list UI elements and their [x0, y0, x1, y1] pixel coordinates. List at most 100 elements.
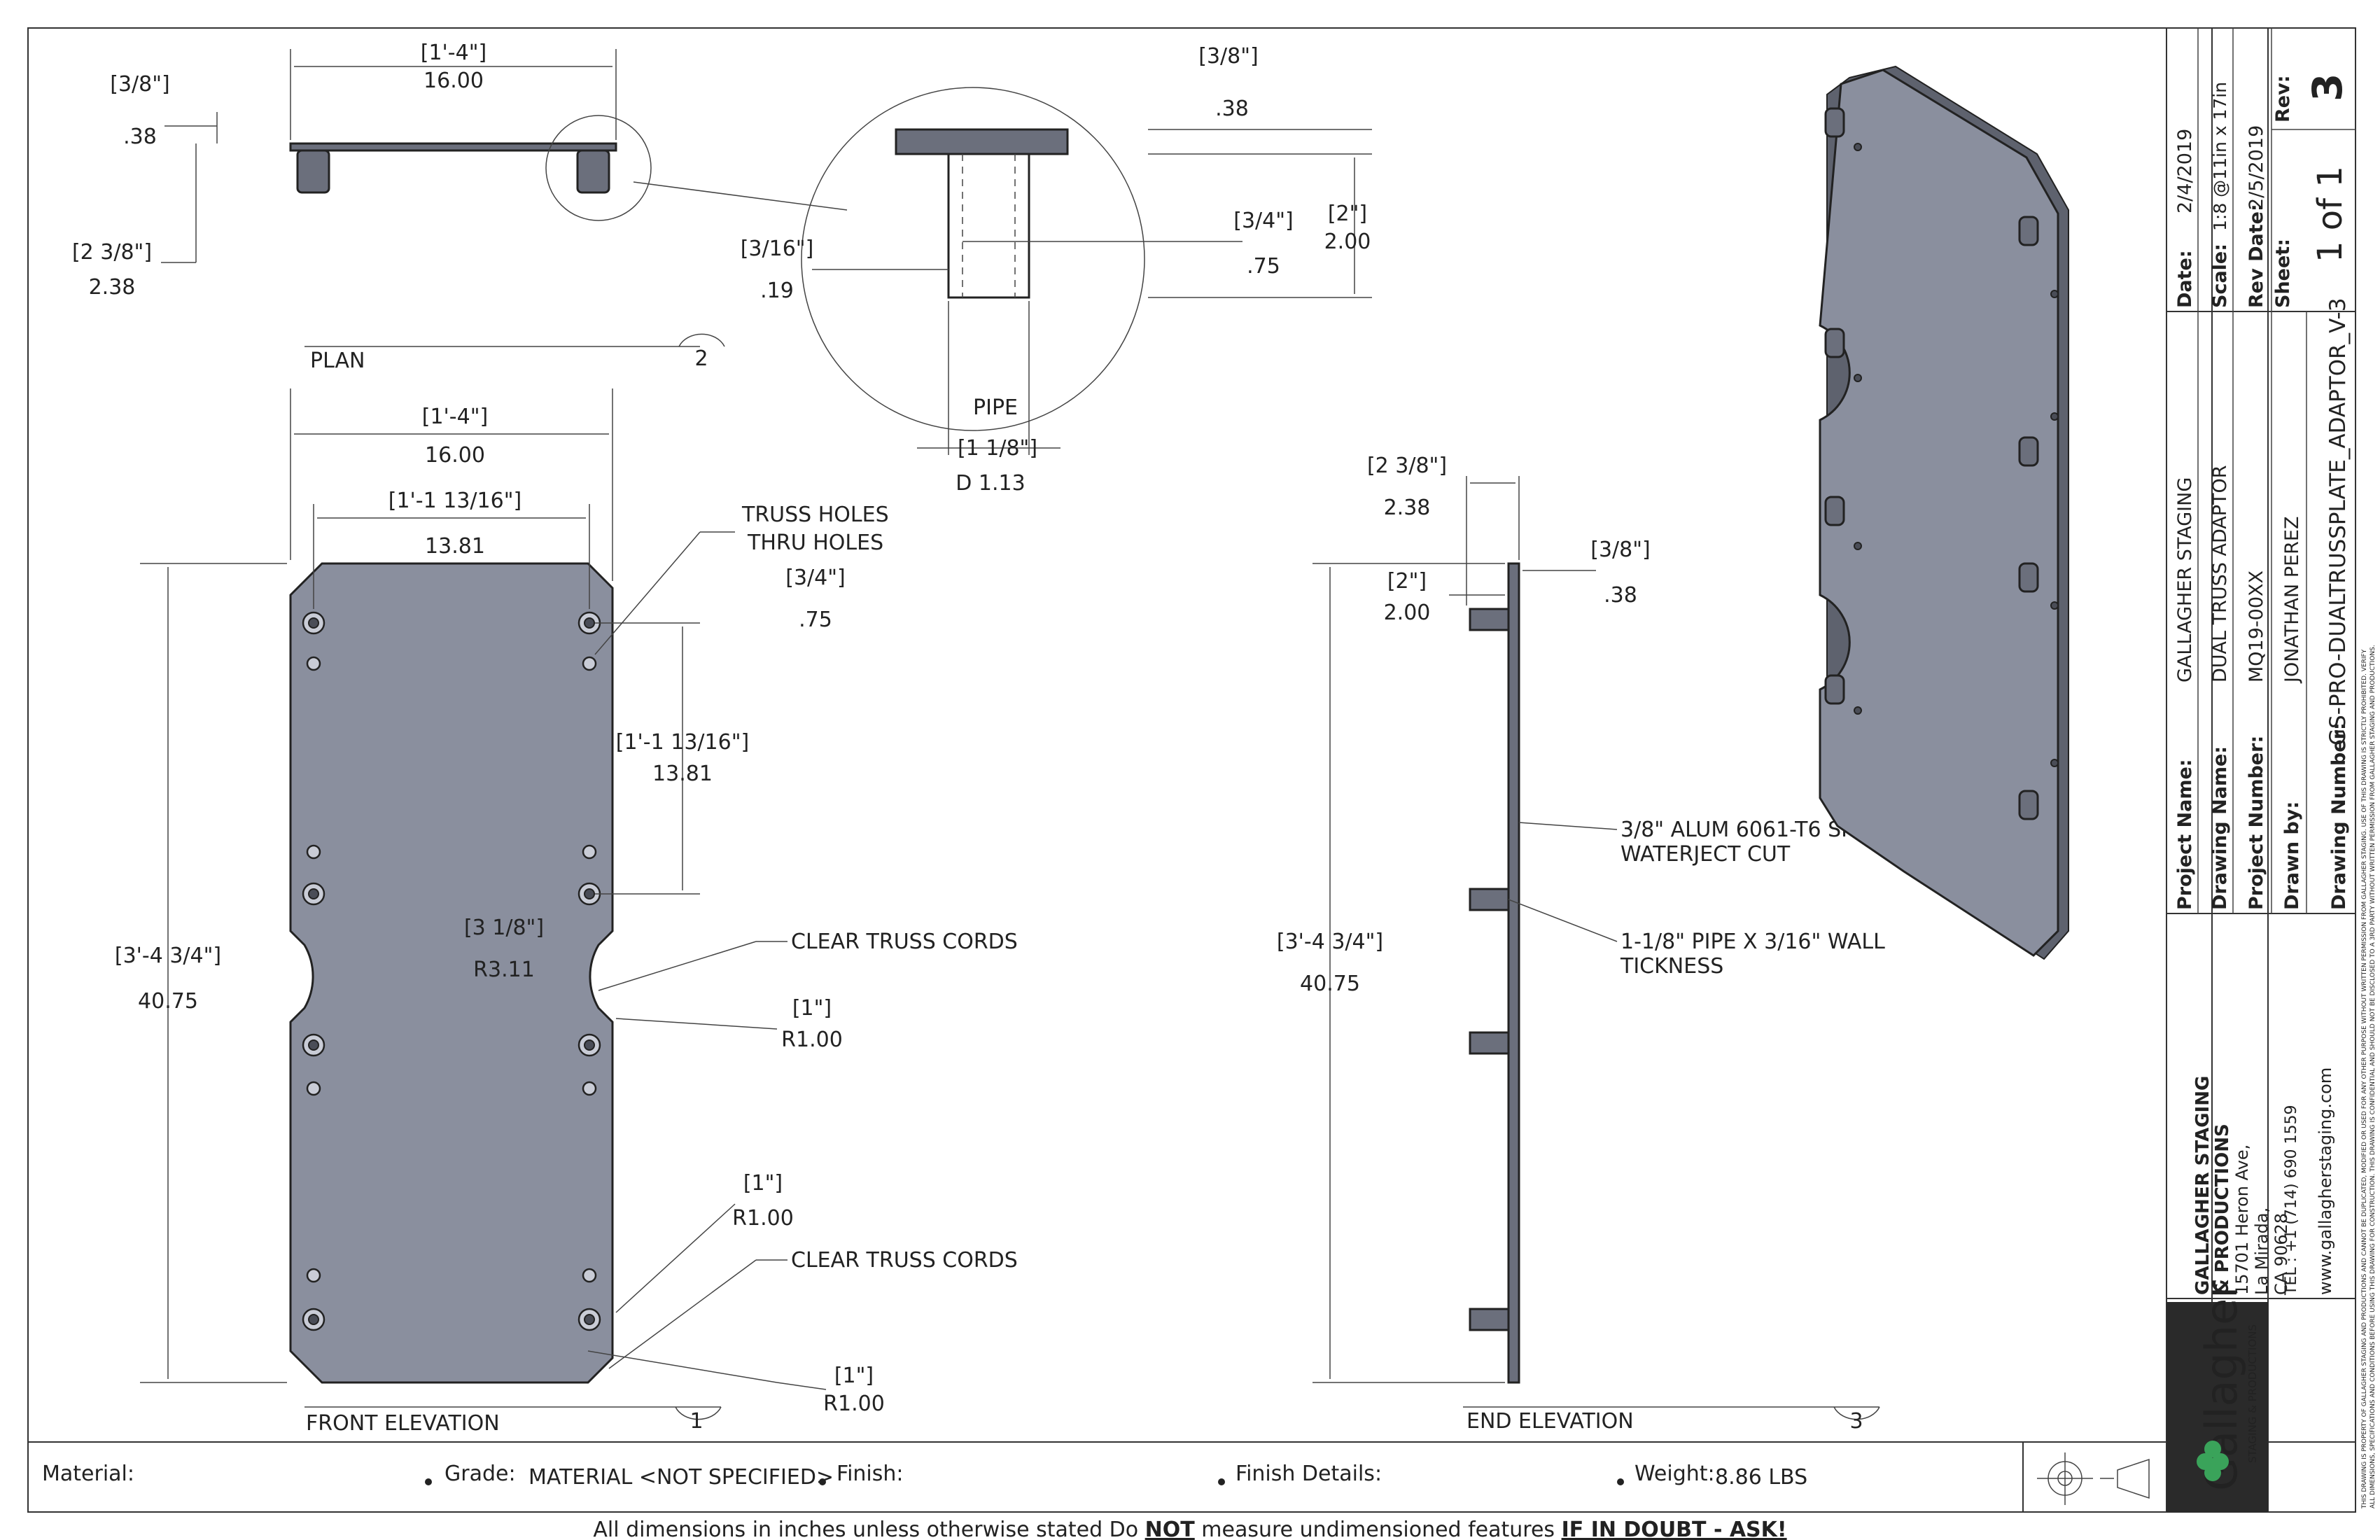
front-overall-frac: [1'-4"] [422, 405, 488, 429]
drawn-by-label: Drawn by: [2281, 802, 2303, 910]
drawing-name-label: Drawing Name: [2209, 746, 2231, 910]
grade-label: Grade: [444, 1462, 516, 1486]
third-angle-projection-icon [2037, 1452, 2150, 1505]
end-view-number: 3 [1849, 1409, 1863, 1434]
end-thick-frac: [3/8"] [1590, 538, 1651, 562]
plan-view: [1'-4"] 16.00 [3/8"] .38 [2 3/8"] 2.38 P… [72, 41, 848, 373]
pipe-frac: [1 1/8"] [958, 436, 1037, 461]
plan-thick-dec: .38 [123, 125, 157, 149]
company-web: www.gallagherstaging.com [2316, 1068, 2335, 1295]
end-note1-b: WATERJECT CUT [1620, 842, 1791, 867]
end-height-frac: [3'-4 3/4"] [1277, 930, 1383, 954]
truss-holes-label: TRUSS HOLES [741, 503, 889, 527]
r2-dec: R1.00 [732, 1206, 794, 1231]
company-name-1: GALLAGHER STAGING [2192, 1076, 2213, 1295]
front-view-label: FRONT ELEVATION [306, 1411, 500, 1436]
end-height-dec: 40.75 [1300, 972, 1360, 996]
date-label: Date: [2174, 250, 2196, 308]
clear-cords-label-1: CLEAR TRUSS CORDS [791, 930, 1018, 954]
end-width-dec: 2.38 [1384, 496, 1431, 520]
pipe-dec: D 1.13 [955, 471, 1025, 496]
finish-label: Finish: [836, 1462, 904, 1486]
pipe-label: PIPE [973, 396, 1018, 420]
plan-thick-frac: [3/8"] [110, 72, 170, 97]
sheet-border [27, 27, 2356, 1513]
end-view-label: END ELEVATION [1466, 1409, 1634, 1434]
sheet-label: Sheet: [2272, 239, 2294, 308]
end-thick-dec: .38 [1604, 583, 1637, 608]
spacing-dec: 13.81 [652, 762, 713, 786]
material-label: Material: [42, 1462, 134, 1486]
rev-date-value: 2/5/2019 [2246, 125, 2267, 210]
company-name-2: & PRODUCTIONS [2212, 1124, 2233, 1295]
rev-date-label: Rev Date: [2246, 204, 2267, 308]
drawing-name: DUAL TRUSS ADAPTOR [2209, 465, 2231, 682]
project-number-label: Project Number: [2246, 736, 2267, 910]
plan-overall-dec: 16.00 [424, 69, 484, 93]
end-elevation: [2 3/8"] 2.38 [2"] 2.00 [3/8"] .38 [3'-4… [1277, 454, 1965, 1434]
end-note2-b: TICKNESS [1620, 954, 1723, 979]
legal-text-2: ALL DIMENSIONS, SPECIFICATIONS AND CONDI… [2370, 645, 2376, 1508]
detail-top-frac: [3/8"] [1198, 44, 1259, 69]
detail-wall-dec: .19 [760, 279, 794, 303]
bottom-info-bar: Material: Grade: MATERIAL <NOT SPECIFIED… [42, 1442, 2150, 1540]
front-inner-dec: 13.81 [425, 534, 485, 559]
iso-holes [1854, 143, 2059, 767]
front-inner-frac: [1'-1 13/16"] [388, 489, 522, 513]
project-name: GALLAGHER STAGING [2174, 477, 2196, 682]
front-plate [289, 562, 614, 1384]
end-plate-edge [1507, 562, 1520, 1384]
isometric-view [1819, 65, 2069, 960]
plan-height-frac: [2 3/8"] [72, 240, 152, 265]
r1-frac: [1"] [792, 996, 832, 1021]
drawn-by: JONATHAN PEREZ [2281, 517, 2303, 685]
front-height-dec: 40.75 [138, 989, 198, 1014]
pipe-detail: [3/8"] .38 [2"] 2.00 [3/4"] .75 [3/16"] … [741, 44, 1372, 496]
company-tel: TEL : +1 (714) 690 1559 [2283, 1105, 2300, 1296]
address-line-3: CA 90628 [2272, 1213, 2291, 1295]
front-elevation: [1'-4"] 16.00 [1'-1 13/16"] 13.81 TRUSS … [115, 388, 1018, 1436]
thru-holes-frac: [3/4"] [785, 566, 846, 590]
address-line-2: La Mirada, [2252, 1208, 2272, 1295]
drawing-number: GS-PRO-DUALTRUSSPLATE_ADAPTOR_V-3 [2325, 298, 2351, 746]
spacing-frac: [1'-1 13/16"] [616, 730, 749, 755]
sheet-value: 1 of 1 [2311, 166, 2350, 262]
end-width-frac: [2 3/8"] [1367, 454, 1447, 478]
detail-height-dec: 2.00 [1324, 230, 1371, 254]
plan-view-label: PLAN [310, 349, 365, 373]
plan-overall-frac: [1'-4"] [421, 41, 486, 65]
clear-cords-label-2: CLEAR TRUSS CORDS [791, 1248, 1018, 1273]
finish-details-label: Finish Details: [1236, 1462, 1382, 1486]
weight-label: Weight: [1634, 1462, 1715, 1486]
title-block: Project Name: GALLAGHER STAGING Drawing … [2166, 28, 2376, 1512]
address-line-1: 15701 Heron Ave, [2232, 1144, 2252, 1295]
dimension-note: All dimensions in inches unless otherwis… [593, 1518, 1786, 1540]
grade-value: MATERIAL <NOT SPECIFIED> [528, 1465, 834, 1490]
gallagher-logo: Gallagher STAGING & PRODUCTIONS [2166, 1280, 2268, 1512]
date-value: 2/4/2019 [2174, 129, 2196, 214]
weight-value: 8.86 LBS [1715, 1465, 1807, 1490]
drawing-number-label: Drawing Number: [2328, 722, 2350, 910]
logo-tagline: STAGING & PRODUCTIONS [2246, 1324, 2259, 1463]
plan-view-number: 2 [694, 346, 708, 371]
notch-frac: [3 1/8"] [464, 916, 544, 940]
plan-height-dec: 2.38 [89, 275, 136, 300]
front-overall-dec: 16.00 [425, 443, 485, 468]
end-pipe-dec: 2.00 [1384, 601, 1431, 625]
rev-value: 3 [2304, 74, 2351, 102]
legal-text-1: THIS DRAWING IS PROPERTY OF GALLAGHER ST… [2361, 649, 2368, 1509]
front-height-frac: [3'-4 3/4"] [115, 944, 221, 968]
notch-dec: R3.11 [473, 958, 535, 982]
scale-value: 1:8 @11in x 17in [2210, 82, 2230, 231]
project-number: MQ19-00XX [2246, 570, 2267, 682]
end-pipe-frac: [2"] [1387, 569, 1427, 594]
front-hole-pattern [302, 611, 601, 1331]
detail-inner-dec: .75 [1247, 254, 1280, 279]
end-note2-a: 1-1/8" PIPE X 3/16" WALL [1620, 930, 1885, 954]
thru-holes-dec: .75 [799, 608, 832, 632]
r1-dec: R1.00 [781, 1028, 843, 1052]
clover-icon [2197, 1441, 2229, 1481]
iso-plate [1819, 69, 2059, 957]
r3-frac: [1"] [834, 1364, 874, 1388]
